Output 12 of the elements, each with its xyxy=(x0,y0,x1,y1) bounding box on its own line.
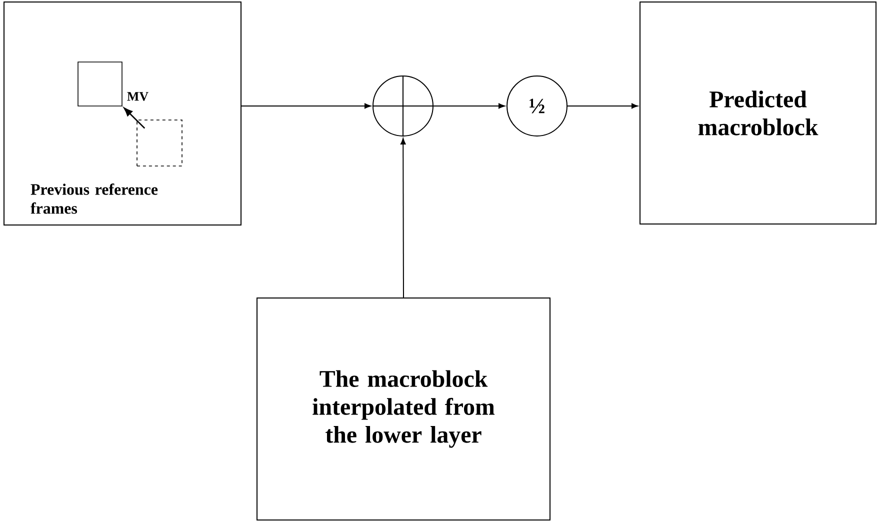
arrow xyxy=(433,103,505,109)
box-label: Previous reference frames xyxy=(30,184,158,214)
square xyxy=(78,62,122,106)
arrow xyxy=(400,138,406,298)
adder-symbol xyxy=(372,76,434,136)
process-box: The macroblock interpolated from the lower layer xyxy=(256,298,550,520)
arrow xyxy=(124,108,146,129)
arrow xyxy=(241,103,371,109)
dashed-square xyxy=(136,120,182,166)
arrow xyxy=(567,103,638,109)
edge-label: MV xyxy=(127,92,148,101)
process-box: Predicted macroblock xyxy=(640,2,876,224)
